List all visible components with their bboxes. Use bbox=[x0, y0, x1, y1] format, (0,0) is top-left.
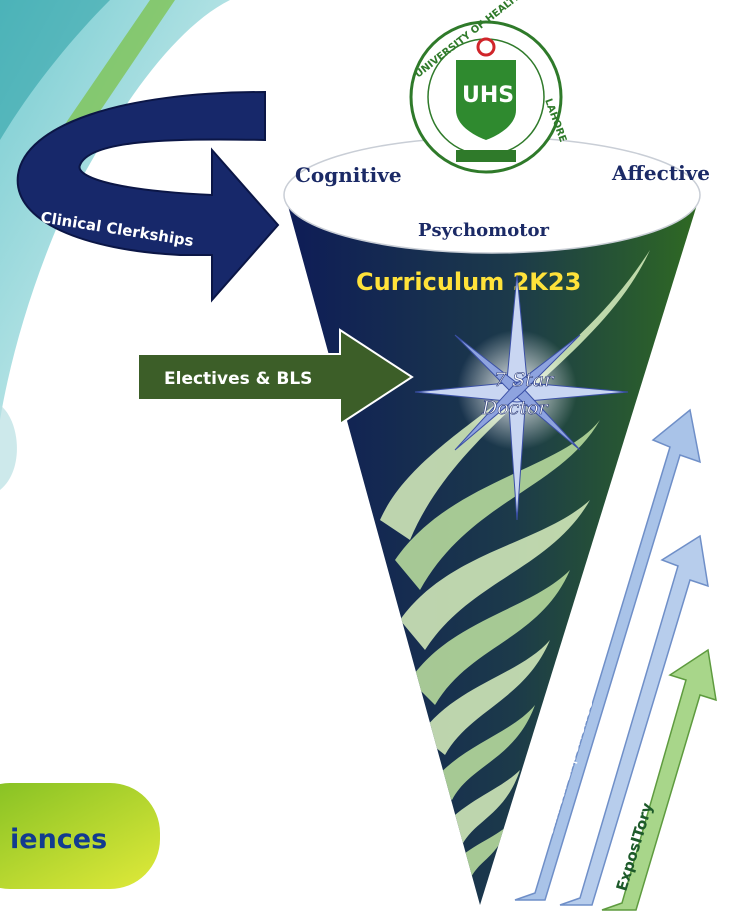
logo-banner bbox=[456, 150, 516, 162]
cognitive-label: Cognitive bbox=[295, 163, 402, 187]
electives-arrow: Electives & BLS bbox=[137, 328, 414, 426]
bottom-pill-label: iences bbox=[10, 824, 107, 855]
logo-monogram: UHS bbox=[462, 83, 514, 108]
star-label-line2: Doctor bbox=[481, 397, 549, 419]
bottom-pill: iences bbox=[0, 783, 160, 889]
star-label-line1: 7 Star bbox=[494, 369, 555, 391]
electives-label: Electives & BLS bbox=[164, 369, 312, 389]
curriculum-title: Curriculum 2K23 bbox=[356, 268, 581, 296]
psychomotor-label: Psychomotor bbox=[418, 220, 550, 241]
star-icon: 7 Star Doctor bbox=[414, 274, 629, 521]
crescent-icon bbox=[476, 37, 496, 57]
affective-label: Affective bbox=[611, 161, 710, 185]
shield-icon bbox=[456, 60, 516, 140]
curriculum-cone: Cognitive Affective Psychomotor Curricul… bbox=[283, 136, 710, 905]
uhs-logo: UNIVERSITY OF HEALTH SCIENCES LAHORE UHS bbox=[409, 0, 570, 174]
